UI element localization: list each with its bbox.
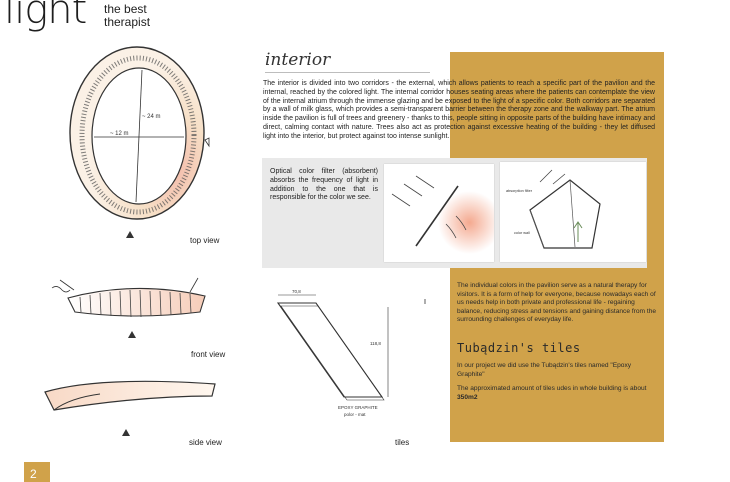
top-view-sketch: ~ 24 m ~ 12 m <box>69 46 210 238</box>
section-sketch-card: absorption filter color wall <box>500 162 646 262</box>
section-note-1: absorption filter <box>506 189 533 193</box>
section-note-2: color wall <box>514 231 530 235</box>
top-view-dim-short: ~ 12 m <box>110 131 129 137</box>
tiles-text: In our project we did use the Tubądzin's… <box>457 362 657 408</box>
interior-paragraph: The interior is divided into two corrido… <box>263 80 655 140</box>
interior-heading: interior <box>265 50 331 70</box>
subtitle-line-2: therapist <box>104 15 151 29</box>
side-view-sketch <box>44 380 216 436</box>
tiles-text-2: The approximated amount of tiles udes in… <box>457 385 657 402</box>
tiles-amount: 350m2 <box>457 393 478 401</box>
tiles-text-2-prefix: The approximated amount of tiles udes in… <box>457 385 647 393</box>
tile-note-1: EPOXY GRAPHITE <box>338 405 378 410</box>
top-view-dim-long: ~ 24 m <box>142 114 161 120</box>
filter-text: Optical color filter (absorbent) absorbs… <box>270 168 378 202</box>
page-number: 2 <box>30 467 37 481</box>
section-sketch: absorption filter color wall <box>506 169 601 249</box>
filter-sketch-card <box>384 164 494 262</box>
tiles-heading: Tubądzin's tiles <box>457 341 581 355</box>
wind-arrow-icon <box>51 286 71 293</box>
pavilion-text: The individual colors in the pavilion se… <box>457 282 657 324</box>
page-subtitle: the best therapist <box>104 3 150 29</box>
tiles-text-1: In our project we did use the Tubądzin's… <box>457 362 632 378</box>
tiles-label: tiles <box>395 438 410 447</box>
tile-dim-short: 70,8 <box>292 289 301 294</box>
subtitle-line-1: the best <box>104 2 147 16</box>
tile-sketch: 70,8 118,8 EPOXY GRAPHITE polor - mat <box>276 289 426 417</box>
page-number-box <box>24 462 50 482</box>
top-view-label: top view <box>190 236 220 245</box>
front-view-label: front view <box>191 350 226 359</box>
side-view-label: side view <box>189 438 222 447</box>
tile-dim-long: 118,8 <box>370 341 381 346</box>
front-view-sketch <box>51 277 206 338</box>
page-title: light <box>4 0 87 33</box>
section-marker-icon <box>126 231 134 238</box>
filter-sketch <box>391 175 494 254</box>
heading-underline <box>265 72 430 73</box>
tile-note-2: polor - mat <box>344 412 366 417</box>
